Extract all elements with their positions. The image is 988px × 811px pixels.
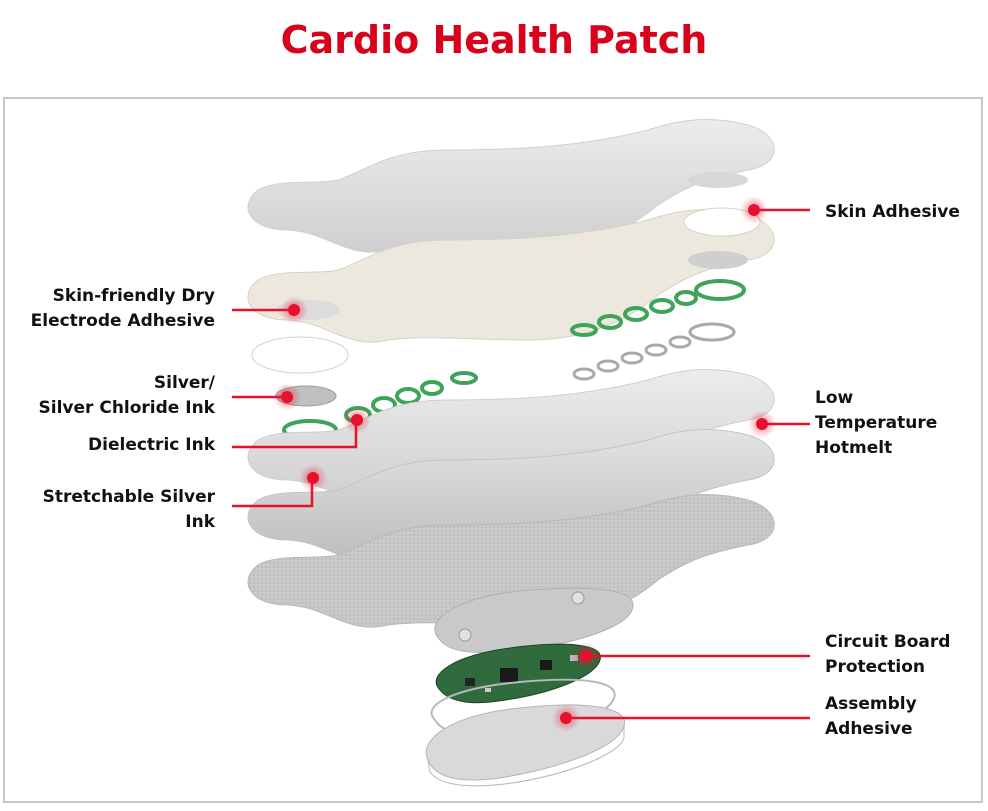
- callout-skin-adhesive: [740, 196, 810, 224]
- callout-assembly: [552, 704, 810, 732]
- label-dry-electrode: Skin-friendly Dry Electrode Adhesive: [30, 286, 215, 331]
- label-hotmelt: Low Temperature Hotmelt: [815, 388, 938, 458]
- label-skin-adhesive: Skin Adhesive: [825, 202, 960, 222]
- page-title: Cardio Health Patch: [280, 18, 708, 62]
- label-circuit-board: Circuit Board Protection: [825, 632, 951, 677]
- circuit-cover-oval: [434, 587, 634, 653]
- callout-dry-electrode: [232, 296, 308, 324]
- label-assembly: Assembly Adhesive: [825, 694, 917, 739]
- callout-dielectric: [232, 406, 371, 449]
- label-silver-chloride: Silver/ Silver Chloride Ink: [38, 373, 215, 418]
- top-film-layer: [247, 119, 775, 253]
- callout-hotmelt: [748, 410, 810, 438]
- label-dielectric: Dielectric Ink: [88, 435, 215, 455]
- label-stretchable: Stretchable Silver Ink: [42, 487, 215, 532]
- callout-silver-chloride: [232, 383, 301, 411]
- callouts: [232, 196, 810, 732]
- dry-electrode-pad-right: [688, 251, 748, 269]
- callout-stretchable: [232, 464, 327, 508]
- callout-circuit-board: [572, 642, 810, 670]
